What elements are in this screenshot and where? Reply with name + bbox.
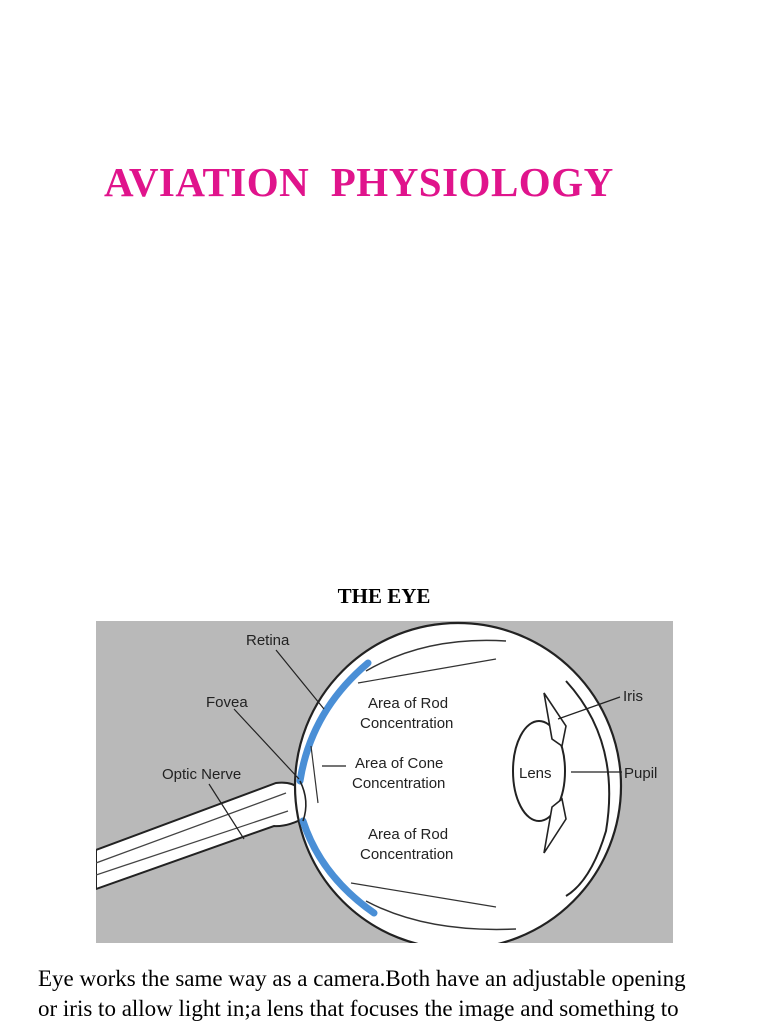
label-rod-top-2: Concentration <box>360 715 453 732</box>
optic-nerve-shape <box>96 781 308 891</box>
page-title: AVIATION PHYSIOLOGY <box>104 159 614 205</box>
body-paragraph: Eye works the same way as a camera.Both … <box>38 964 768 1024</box>
eyeball <box>293 621 623 943</box>
iris-leader <box>557 696 621 720</box>
label-iris: Iris <box>623 688 643 705</box>
label-cone-2: Concentration <box>352 775 445 792</box>
lens-shape <box>512 720 566 822</box>
label-rod-top-1: Area of Rod <box>368 695 448 712</box>
label-optic-nerve: Optic Nerve <box>162 766 241 783</box>
fovea-notch <box>299 780 307 822</box>
iris-lower <box>543 797 567 854</box>
label-rod-bottom-1: Area of Rod <box>368 826 448 843</box>
label-cone-1: Area of Cone <box>355 755 443 772</box>
choroid-line <box>365 639 507 672</box>
divider-line <box>357 658 497 684</box>
nerve-fiber <box>96 792 287 864</box>
label-pupil: Pupil <box>624 765 657 782</box>
label-lens: Lens <box>519 765 552 782</box>
divider-line <box>350 882 497 908</box>
iris-upper <box>543 692 567 748</box>
section-heading: THE EYE <box>337 584 431 608</box>
retina-upper <box>296 659 372 785</box>
body-line-2: or iris to allow light in;a lens that fo… <box>38 996 679 1021</box>
divider-line <box>310 745 319 804</box>
nerve-fiber <box>96 810 289 876</box>
optic-nerve-leader <box>208 783 245 840</box>
cornea <box>565 680 611 897</box>
body-line-1: Eye works the same way as a camera.Both … <box>38 966 686 991</box>
label-fovea: Fovea <box>206 694 248 711</box>
label-rod-bottom-2: Concentration <box>360 846 453 863</box>
eye-diagram: Retina Fovea Optic Nerve Area of Rod Con… <box>96 621 673 943</box>
retina-leader <box>275 649 325 710</box>
eye-diagram-svg: Retina Fovea Optic Nerve Area of Rod Con… <box>96 621 657 943</box>
label-retina: Retina <box>246 632 290 649</box>
choroid-line <box>365 900 517 931</box>
fovea-leader <box>233 708 300 780</box>
retina-lower <box>299 817 378 917</box>
